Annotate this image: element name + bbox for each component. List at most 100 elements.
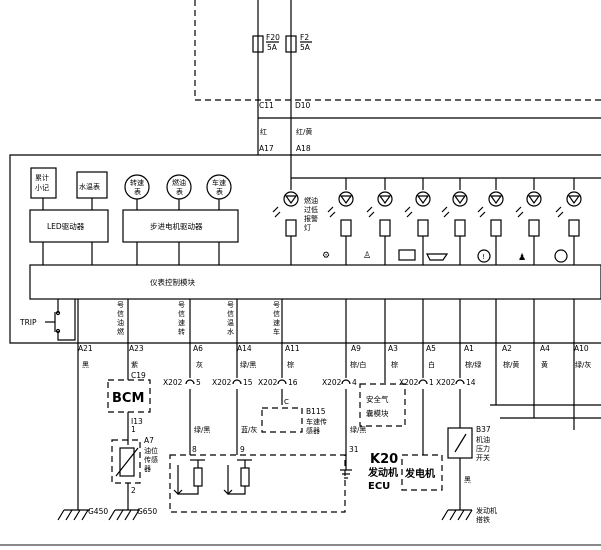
control-module: 仪表控制模块 xyxy=(29,264,601,300)
led-driver: LED驱动器 xyxy=(29,209,109,243)
svg-text:LED驱动器: LED驱动器 xyxy=(47,221,85,231)
svg-text:X202: X202 xyxy=(399,378,419,387)
bcm-module: C19 BCM xyxy=(107,371,151,413)
svg-text:报警: 报警 xyxy=(304,214,318,223)
svg-text:A11: A11 xyxy=(285,344,300,353)
svg-text:!: ! xyxy=(482,253,485,261)
svg-text:囊模块: 囊模块 xyxy=(366,408,389,418)
svg-text:TRIP: TRIP xyxy=(19,318,37,327)
ecu-sensor-inputs xyxy=(173,459,252,495)
svg-text:感器: 感器 xyxy=(306,426,320,435)
svg-text:紫: 紫 xyxy=(131,361,138,369)
wire-red-yellow: 红/黄 xyxy=(296,127,312,136)
svg-text:黑: 黑 xyxy=(82,361,89,369)
pin-c11: C11 xyxy=(259,101,274,110)
svg-text:号: 号 xyxy=(273,301,280,309)
svg-text:A14: A14 xyxy=(237,344,252,353)
svg-text:B37: B37 xyxy=(476,425,491,434)
svg-text:燃: 燃 xyxy=(117,327,124,336)
svg-text:A1: A1 xyxy=(464,344,474,353)
svg-text:棕/白: 棕/白 xyxy=(350,360,366,369)
svg-text:黄: 黄 xyxy=(541,360,548,369)
svg-text:1: 1 xyxy=(429,378,434,387)
svg-text:压力: 压力 xyxy=(476,444,490,453)
x202-connectors: X202 5 X202 15 X202 16 X202 4 X202 1 X20… xyxy=(163,378,476,387)
pin-a18: A18 xyxy=(296,144,311,153)
svg-text:蓝/灰: 蓝/灰 xyxy=(241,425,257,434)
ecu-outline xyxy=(169,454,346,513)
svg-text:A4: A4 xyxy=(540,344,550,353)
svg-text:8: 8 xyxy=(192,445,197,454)
svg-text:A9: A9 xyxy=(351,344,361,353)
fuse-f2: F2 5A xyxy=(285,33,312,53)
svg-text:9: 9 xyxy=(240,445,245,454)
svg-text:累计: 累计 xyxy=(35,173,49,182)
cluster-outline xyxy=(9,154,601,344)
svg-text:燃油: 燃油 xyxy=(172,178,186,187)
svg-text:棕: 棕 xyxy=(287,360,294,369)
svg-text:ECU: ECU xyxy=(368,481,390,492)
engine-icon: ⚙ xyxy=(322,251,330,261)
svg-text:G650: G650 xyxy=(137,507,157,516)
svg-text:X202: X202 xyxy=(163,378,183,387)
svg-text:发动机: 发动机 xyxy=(476,506,497,515)
svg-text:发电机: 发电机 xyxy=(404,467,435,480)
generator: 发电机 xyxy=(401,454,443,491)
svg-text:C19: C19 xyxy=(131,371,146,380)
svg-text:白: 白 xyxy=(428,360,435,369)
svg-text:黑: 黑 xyxy=(464,476,471,484)
svg-text:绿/黑: 绿/黑 xyxy=(194,425,210,434)
svg-text:车速: 车速 xyxy=(212,178,226,187)
fuse-box-outline xyxy=(194,0,601,101)
svg-text:A5: A5 xyxy=(426,344,436,353)
svg-text:绿/黑: 绿/黑 xyxy=(350,425,366,434)
svg-text:速: 速 xyxy=(273,319,280,327)
svg-text:信: 信 xyxy=(227,309,234,318)
svg-text:发动机: 发动机 xyxy=(367,466,398,479)
lamp-engine: ⚙ xyxy=(322,178,354,265)
svg-text:A21: A21 xyxy=(78,344,93,353)
svg-text:油位: 油位 xyxy=(144,446,158,455)
airbag-module: 安全气 囊模块 xyxy=(359,383,406,427)
seatbelt-icon: ♟ xyxy=(518,253,526,263)
airbag-icon: ♙ xyxy=(363,251,371,261)
svg-text:灯: 灯 xyxy=(304,223,311,232)
svg-text:棕/黄: 棕/黄 xyxy=(503,360,519,369)
svg-text:F20: F20 xyxy=(266,33,280,42)
svg-text:转: 转 xyxy=(178,327,185,336)
engine-ecu: K20 发动机 ECU xyxy=(367,452,398,492)
svg-text:号: 号 xyxy=(178,301,185,309)
svg-text:号: 号 xyxy=(117,301,124,309)
svg-text:燃油: 燃油 xyxy=(304,196,318,205)
svg-text:搭铁: 搭铁 xyxy=(476,515,490,524)
trip-switch: TRIP xyxy=(19,299,76,341)
svg-text:水: 水 xyxy=(227,327,234,336)
svg-text:31: 31 xyxy=(349,445,359,454)
svg-text:BCM: BCM xyxy=(112,391,144,406)
svg-text:速: 速 xyxy=(178,319,185,327)
svg-text:棕/绿: 棕/绿 xyxy=(465,360,481,369)
svg-text:14: 14 xyxy=(466,378,476,387)
ground-g650: G650 xyxy=(108,507,157,521)
svg-text:K20: K20 xyxy=(370,452,398,467)
svg-text:G450: G450 xyxy=(88,507,108,516)
ground-engine: 发动机 搭铁 xyxy=(441,506,497,524)
lamp-seatbelt: ♟ xyxy=(515,178,542,265)
svg-text:X202: X202 xyxy=(436,378,456,387)
cluster-pins: A21 A23 A6 A14 A11 A9 A3 A5 A1 A2 A4 A10 xyxy=(78,344,589,353)
svg-text:表: 表 xyxy=(176,187,183,196)
svg-text:转速: 转速 xyxy=(130,178,144,187)
stepper-driver: 步进电机驱动器 xyxy=(122,209,239,243)
svg-text:2: 2 xyxy=(131,486,136,495)
svg-text:X202: X202 xyxy=(322,378,342,387)
svg-text:号: 号 xyxy=(227,301,234,309)
svg-text:A2: A2 xyxy=(502,344,512,353)
oil-pressure-switch: B37 机油 压力 开关 xyxy=(447,425,491,462)
svg-text:15: 15 xyxy=(243,378,253,387)
wire-colors: 黑 紫 灰 绿/黑 棕 棕/白 棕 白 棕/绿 棕/黄 黄 绿/灰 xyxy=(82,360,591,369)
svg-text:棕: 棕 xyxy=(391,360,398,369)
svg-text:油: 油 xyxy=(117,318,124,327)
svg-text:信: 信 xyxy=(117,309,124,318)
svg-text:过低: 过低 xyxy=(304,205,318,214)
